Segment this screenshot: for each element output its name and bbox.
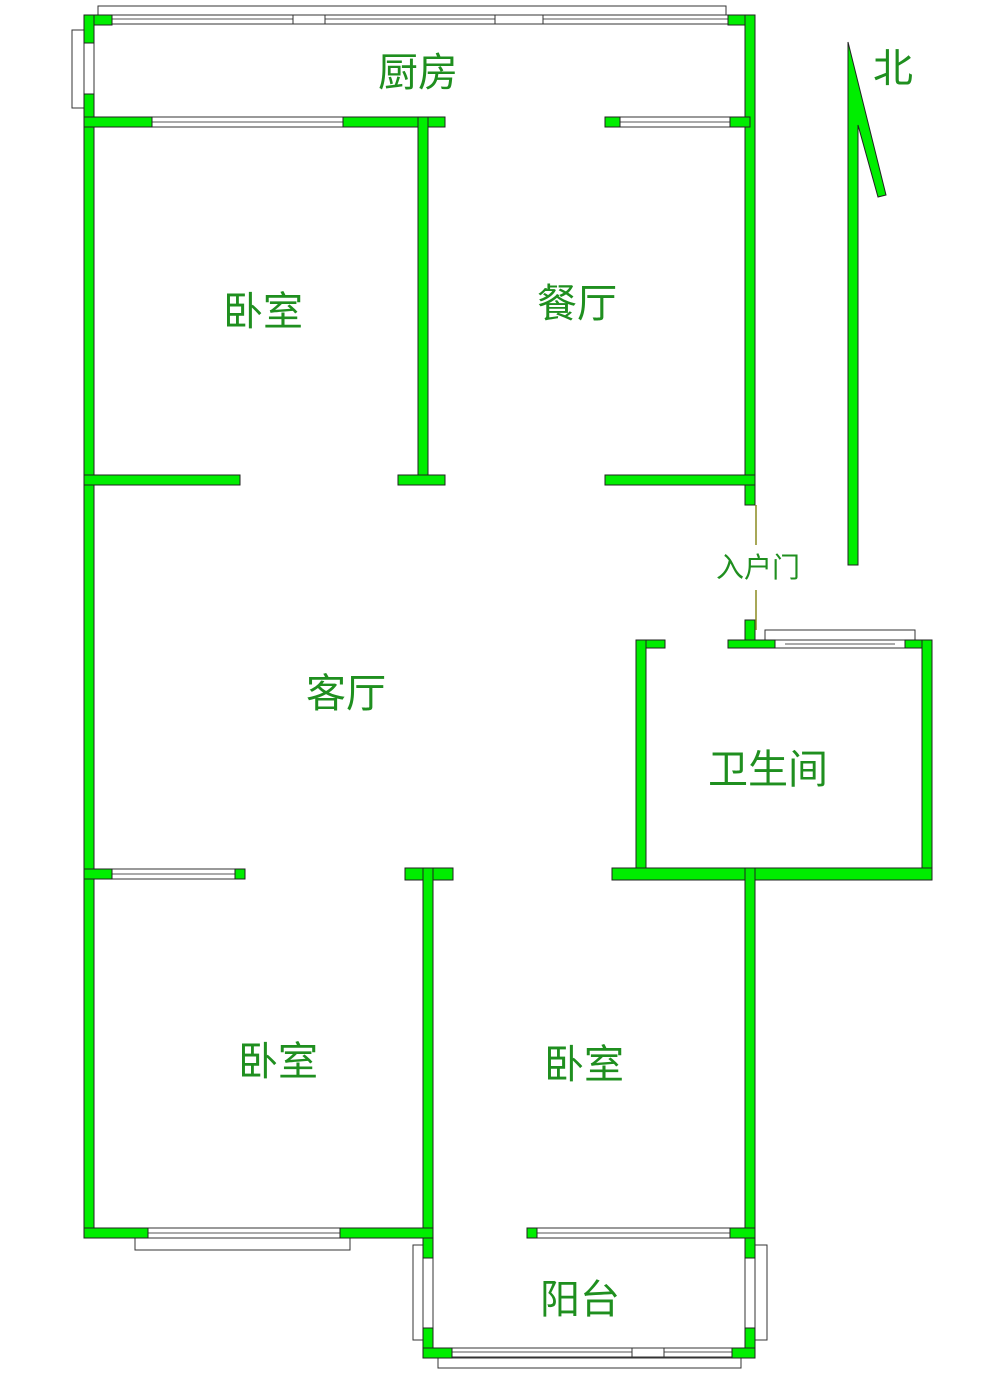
windows (71, 5, 916, 1369)
north-arrow-icon (847, 41, 887, 566)
entrance-door-label: 入户门 (716, 551, 800, 584)
north-label: 北 (873, 46, 913, 92)
walls (83, 14, 933, 1359)
room-label-balcony: 阳台 (540, 1277, 620, 1323)
room-label-bedroom-bottom-right: 卧室 (544, 1042, 624, 1088)
room-label-dining: 餐厅 (537, 281, 617, 327)
room-label-bathroom: 卫生间 (708, 747, 828, 793)
room-label-bedroom-top-left: 卧室 (223, 289, 303, 335)
room-label-kitchen: 厨房 (378, 50, 458, 96)
room-label-living: 客厅 (306, 671, 386, 717)
room-label-bedroom-bottom-left: 卧室 (238, 1039, 318, 1085)
